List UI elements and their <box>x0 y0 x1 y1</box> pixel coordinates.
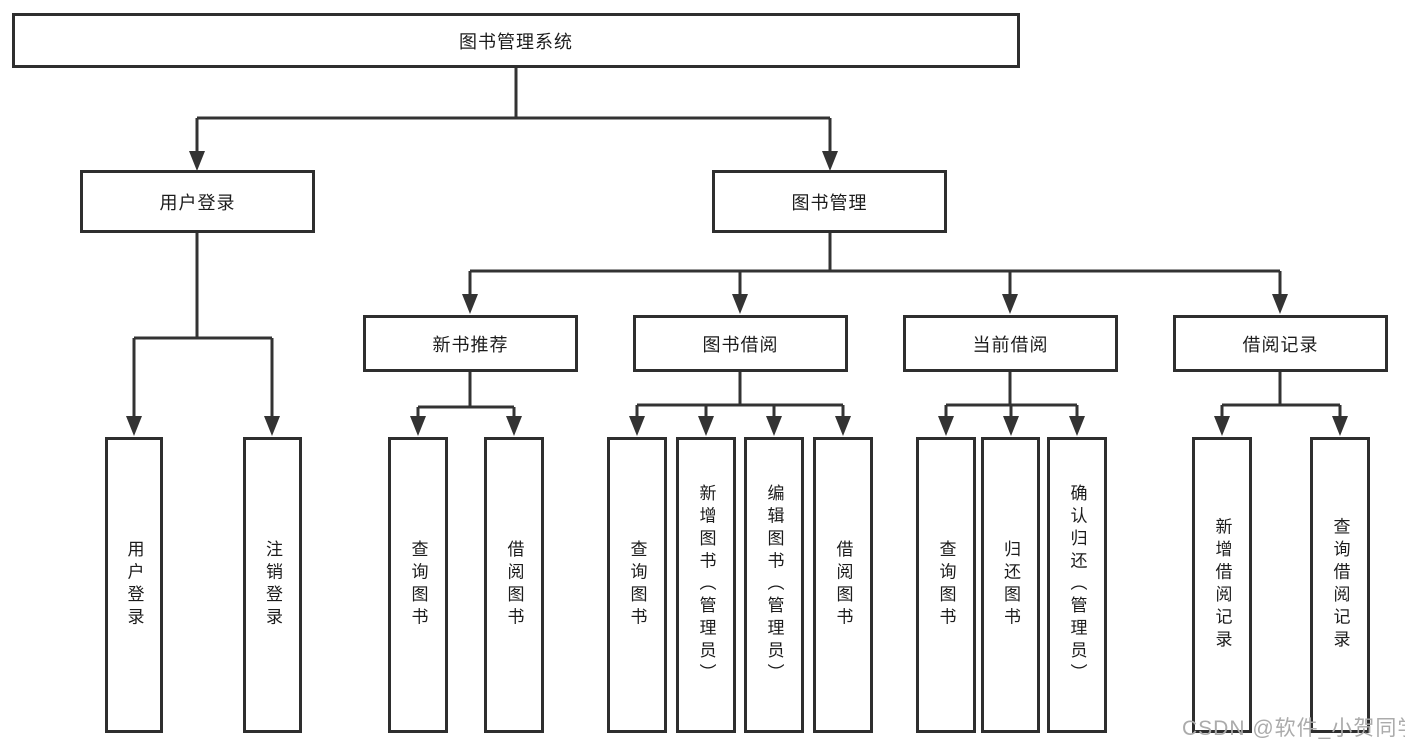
node-current-borrow: 当前借阅 <box>903 315 1118 372</box>
node-label: 查询图书 <box>627 540 647 630</box>
leaf-confirm-return-admin: 确认归还（管理员） <box>1047 437 1107 733</box>
leaf-query-books: 查询图书 <box>916 437 976 733</box>
node-label: 图书借阅 <box>702 334 779 355</box>
node-book-borrow: 图书借阅 <box>633 315 848 372</box>
node-label: 新增借阅记录 <box>1212 517 1232 653</box>
leaf-borrow-books: 借阅图书 <box>813 437 873 733</box>
node-label: 确认归还（管理员） <box>1067 484 1087 686</box>
csdn-watermark: CSDN @软件_小贺同学 <box>1182 717 1405 740</box>
node-label: 借阅记录 <box>1242 334 1319 355</box>
leaf-borrow-books: 借阅图书 <box>484 437 544 733</box>
node-label: 查询图书 <box>408 540 428 630</box>
node-new-book-recommend: 新书推荐 <box>363 315 578 372</box>
node-borrow-records: 借阅记录 <box>1173 315 1388 372</box>
node-label: 注销登录 <box>263 540 282 630</box>
leaf-query-books: 查询图书 <box>607 437 667 733</box>
node-label: 查询图书 <box>936 540 956 630</box>
node-label: 用户登录 <box>124 540 144 630</box>
leaf-return-books: 归还图书 <box>981 437 1040 733</box>
node-book-management: 图书管理 <box>712 170 947 233</box>
leaf-add-books-admin: 新增图书（管理员） <box>676 437 736 733</box>
node-user-login: 用户登录 <box>80 170 315 233</box>
node-label: 查询借阅记录 <box>1330 517 1350 653</box>
node-label: 借阅图书 <box>833 540 853 630</box>
node-label: 图书管理 <box>791 192 868 213</box>
leaf-user-login: 用户登录 <box>105 437 163 733</box>
node-label: 用户登录 <box>159 192 236 213</box>
leaf-logout: 注销登录 <box>243 437 302 733</box>
node-label: 编辑图书（管理员） <box>764 484 784 686</box>
node-label: 当前借阅 <box>972 334 1049 355</box>
node-label: 借阅图书 <box>504 540 524 630</box>
node-label: 新书推荐 <box>432 334 509 355</box>
leaf-query-borrow-record: 查询借阅记录 <box>1310 437 1370 733</box>
node-label: 归还图书 <box>1001 540 1020 630</box>
leaf-query-books: 查询图书 <box>388 437 448 733</box>
node-library-management-system: 图书管理系统 <box>12 13 1020 68</box>
leaf-add-borrow-record: 新增借阅记录 <box>1192 437 1252 733</box>
node-label: 新增图书（管理员） <box>696 484 716 686</box>
node-label: 图书管理系统 <box>459 31 573 52</box>
leaf-edit-books-admin: 编辑图书（管理员） <box>744 437 804 733</box>
